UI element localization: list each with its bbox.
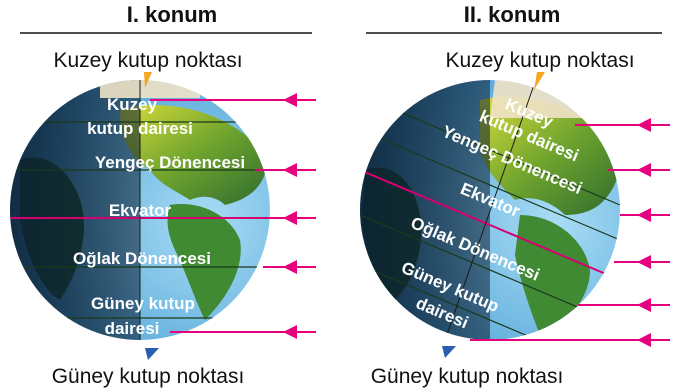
- panel-1-south-pole-label: Güney kutup noktası: [52, 365, 245, 388]
- panel-2-sun-ray-arrow-icon: [637, 163, 651, 177]
- panel-2-axis: [444, 81, 536, 340]
- panel-1-label-cancer: Yengeç Dönencesi: [95, 153, 245, 172]
- panel-2-sun-ray-arrow-icon: [637, 118, 651, 132]
- panel-2-equator-line: [360, 169, 620, 281]
- panel-1-north-pole-label: Kuzey kutup noktası: [53, 49, 242, 72]
- panel-1-label-antarctic-1: Güney kutup: [91, 294, 195, 313]
- panel-2-south-pole-marker-icon: [442, 346, 456, 358]
- panel-1-label-capricorn: Oğlak Dönencesi: [73, 249, 211, 268]
- panel-2-sun-ray-arrow-icon: [637, 208, 651, 222]
- panel-2-capricorn-line: [360, 214, 620, 326]
- panel-2-cancer-line: [360, 129, 620, 241]
- panel-2-south-pole-label: Güney kutup noktası: [371, 365, 564, 388]
- panel-1-sun-ray-arrow-icon: [283, 211, 297, 225]
- panel-2-sun-ray-arrow-icon: [637, 333, 651, 347]
- panel-1-landmass-africa: [167, 204, 241, 320]
- panel-1-sun-ray-arrow-icon: [283, 163, 297, 177]
- panel-1-globe: [10, 80, 270, 340]
- panel-1-label-antarctic-2: dairesi: [105, 319, 160, 338]
- panel-1-sun-ray-arrow-icon: [283, 260, 297, 274]
- panel-1-label-arctic-2: kutup dairesi: [87, 119, 193, 138]
- panel-2-landmass-north: [480, 96, 620, 215]
- panel-1-north-pole-marker-icon: [144, 72, 152, 88]
- panel-1: I. konum Kuzey kutup noktası Kuzey kutup…: [10, 2, 316, 388]
- panel-1-sun-ray-arrow-icon: [283, 93, 297, 107]
- panel-1-title: I. konum: [127, 2, 217, 27]
- panel-2-sun-rays: [470, 118, 670, 347]
- panel-1-south-pole-marker-icon: [145, 348, 159, 360]
- panel-2: II. konum Kuzey kutup noktası Kuzey kutu…: [360, 2, 670, 388]
- panel-2-north-pole-marker-icon: [534, 72, 545, 90]
- panel-1-sun-rays: [150, 93, 316, 339]
- panel-2-globe: [360, 80, 620, 340]
- panel-1-landmass-north: [120, 105, 268, 205]
- panel-2-antarctic-line: [360, 264, 620, 340]
- panel-1-label-arctic-1: Kuzey: [107, 95, 158, 114]
- panel-2-arctic-line: [360, 94, 620, 206]
- panel-2-sun-ray-arrow-icon: [637, 255, 651, 269]
- panel-2-sun-ray-arrow-icon: [637, 298, 651, 312]
- panel-1-label-equator: Ekvator: [109, 201, 172, 220]
- panel-2-title: II. konum: [464, 2, 561, 27]
- panel-1-sun-ray-arrow-icon: [283, 325, 297, 339]
- panel-2-north-pole-label: Kuzey kutup noktası: [445, 49, 634, 72]
- panel-2-polar-cap: [490, 80, 585, 118]
